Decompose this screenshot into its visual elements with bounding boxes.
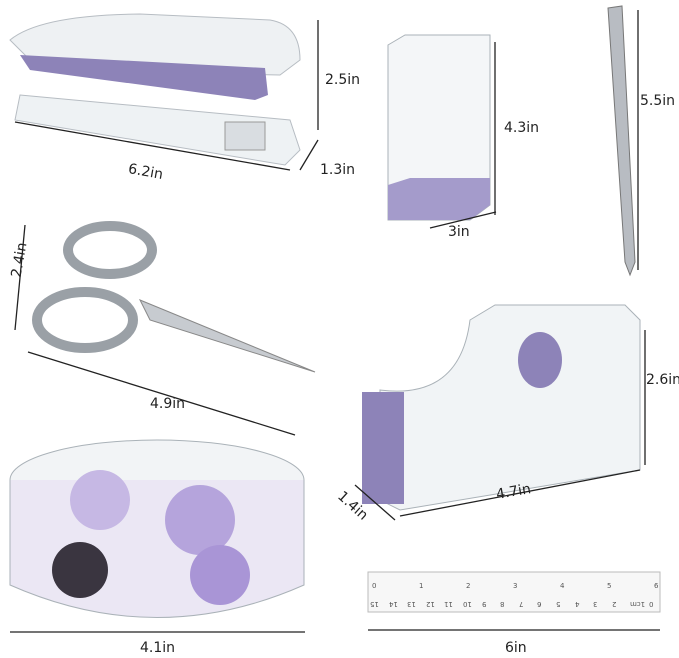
ruler-cm-mark: 12 (425, 600, 435, 608)
ruler-length-label: 6in (505, 640, 527, 656)
ruler-cm-mark: 3 (593, 600, 598, 608)
ruler-inch-mark: 5 (607, 582, 612, 590)
stapler-height-label: 2.5in (325, 72, 361, 88)
clip-bowl (9, 439, 305, 618)
pen-holder (387, 34, 491, 221)
ruler-inch-mark: 6 (654, 582, 659, 590)
ruler-cm-mark: 4 (574, 600, 580, 608)
ruler-cm-mark: 9 (481, 600, 487, 608)
ruler-cm-mark: 7 (518, 600, 524, 608)
ruler-cm-mark: 1cm (630, 600, 646, 608)
tape-height-label: 2.6in (646, 372, 679, 388)
ruler (367, 571, 661, 613)
stapler-depth-label: 1.3in (320, 162, 356, 178)
ruler-inch-mark: 2 (466, 582, 471, 590)
bowl-diameter-label: 4.1in (140, 640, 176, 656)
ruler-inch-mark: 0 (372, 582, 377, 590)
tape-dispenser (362, 304, 641, 511)
ruler-cm-mark: 2 (611, 600, 617, 608)
ruler-cm-mark: 15 (370, 600, 379, 608)
ruler-inch-mark: 3 (513, 582, 518, 590)
ruler-cm-mark: 13 (407, 600, 417, 608)
ruler-cm-mark: 5 (556, 600, 561, 608)
scissors (32, 221, 316, 373)
ruler-cm-mark: 11 (444, 600, 454, 608)
ruler-cm-mark: 8 (500, 600, 505, 608)
pen (607, 5, 636, 277)
scissors-length-label: 4.9in (150, 396, 186, 412)
ruler-cm-mark: 0 (649, 600, 654, 608)
ruler-cm-mark: 6 (537, 600, 542, 608)
pen-length-label: 5.5in (640, 93, 676, 109)
ruler-cm-mark: 14 (388, 600, 398, 608)
stapler (9, 13, 301, 166)
pen-holder-height-label: 4.3in (504, 120, 540, 136)
dimension-lines (10, 10, 660, 633)
ruler-inch-mark: 4 (560, 582, 565, 590)
ruler-inch-mark: 1 (419, 582, 424, 590)
pen-holder-width-label: 3in (448, 224, 470, 240)
ruler-cm-mark: 10 (463, 600, 472, 608)
